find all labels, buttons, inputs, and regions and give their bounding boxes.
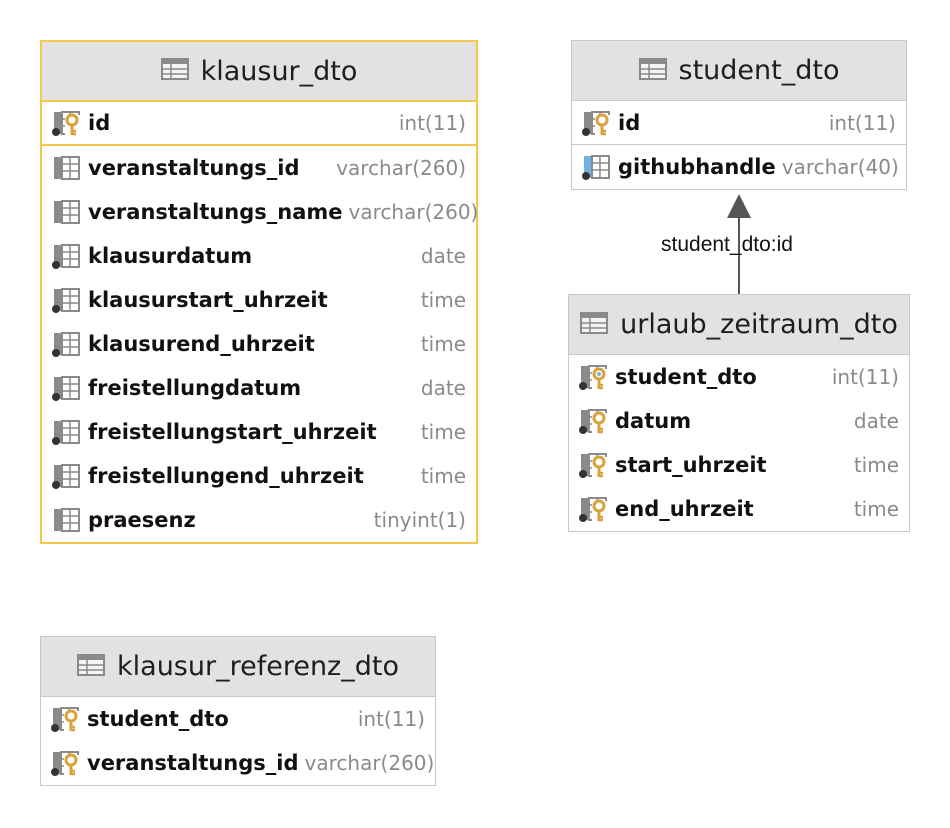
column-name: githubhandle bbox=[618, 155, 776, 179]
table-header[interactable]: student_dto bbox=[572, 41, 906, 101]
column-type: int(11) bbox=[831, 365, 899, 389]
column-name: praesenz bbox=[88, 508, 196, 532]
column-type: time bbox=[853, 453, 899, 477]
column-type: date bbox=[420, 376, 466, 400]
column-type: varchar(260) bbox=[348, 200, 479, 224]
column-type: varchar(260) bbox=[336, 156, 466, 180]
column-name: veranstaltungs_name bbox=[88, 200, 343, 224]
column-type: time bbox=[420, 288, 466, 312]
primary-key-icon bbox=[51, 705, 81, 733]
primary-key-icon bbox=[579, 407, 609, 435]
table-header[interactable]: urlaub_zeitraum_dto bbox=[569, 295, 909, 355]
column-row[interactable]: id int(11) bbox=[572, 101, 906, 145]
column-row[interactable]: klausurend_uhrzeit time bbox=[42, 322, 476, 366]
column-type: date bbox=[420, 244, 466, 268]
unique-column-icon bbox=[582, 153, 612, 181]
column-row[interactable]: student_dto int(11) bbox=[569, 355, 909, 399]
column-name: datum bbox=[615, 409, 692, 433]
column-type: time bbox=[853, 497, 899, 521]
column-name: veranstaltungs_id bbox=[87, 751, 299, 775]
column-type: varchar(260) bbox=[304, 751, 435, 775]
column-type: int(11) bbox=[357, 707, 425, 731]
column-name: klausurdatum bbox=[88, 244, 253, 268]
relation-label: student_dto:id bbox=[661, 233, 793, 256]
not-null-column-icon bbox=[52, 418, 82, 446]
column-row[interactable]: id int(11) bbox=[42, 102, 476, 146]
column-type: int(11) bbox=[398, 111, 466, 135]
column-row[interactable]: student_dto int(11) bbox=[41, 697, 435, 741]
column-type: int(11) bbox=[828, 110, 896, 135]
column-name: id bbox=[618, 110, 641, 135]
column-row[interactable]: end_uhrzeit time bbox=[569, 487, 909, 531]
column-row[interactable]: start_uhrzeit time bbox=[569, 443, 909, 487]
relation-arrowhead bbox=[727, 194, 751, 218]
primary-key-icon bbox=[582, 109, 612, 137]
table-icon bbox=[160, 58, 189, 84]
not-null-column-icon bbox=[52, 242, 82, 270]
column-type: time bbox=[420, 464, 466, 488]
table-klausur-referenz-dto[interactable]: klausur_referenz_dto student_dto int(11) v… bbox=[40, 636, 436, 786]
column-row[interactable]: klausurdatum date bbox=[42, 234, 476, 278]
column-type: tinyint(1) bbox=[373, 508, 466, 532]
column-type: varchar(40) bbox=[781, 155, 899, 179]
column-row[interactable]: klausurstart_uhrzeit time bbox=[42, 278, 476, 322]
primary-key-icon bbox=[52, 109, 82, 137]
column-name: id bbox=[88, 111, 111, 135]
not-null-column-icon bbox=[52, 330, 82, 358]
column-name: veranstaltungs_id bbox=[88, 156, 300, 180]
table-header[interactable]: klausur_referenz_dto bbox=[41, 637, 435, 697]
table-title: klausur_referenz_dto bbox=[117, 651, 399, 682]
primary-key-icon bbox=[51, 749, 81, 777]
table-title: klausur_dto bbox=[200, 55, 358, 87]
primary-key-icon bbox=[579, 451, 609, 479]
column-row[interactable]: datum date bbox=[569, 399, 909, 443]
column-name: start_uhrzeit bbox=[615, 453, 767, 477]
table-icon bbox=[638, 57, 667, 84]
column-type: time bbox=[420, 332, 466, 356]
column-name: freistellungend_uhrzeit bbox=[88, 464, 364, 488]
column-type: time bbox=[420, 420, 466, 444]
column-name: klausurstart_uhrzeit bbox=[88, 288, 328, 312]
column-icon bbox=[52, 198, 82, 226]
column-row[interactable]: veranstaltungs_id varchar(260) bbox=[42, 146, 476, 190]
table-icon bbox=[580, 311, 609, 338]
table-urlaub-zeitraum-dto[interactable]: urlaub_zeitraum_dto student_dto int(11) da… bbox=[568, 294, 910, 532]
not-null-column-icon bbox=[52, 374, 82, 402]
column-name: end_uhrzeit bbox=[615, 497, 754, 521]
column-icon bbox=[52, 154, 82, 182]
primary-foreign-key-icon bbox=[579, 363, 609, 391]
column-name: student_dto bbox=[615, 365, 757, 389]
column-name: freistellungdatum bbox=[88, 376, 302, 400]
table-icon bbox=[77, 653, 106, 680]
primary-key-icon bbox=[579, 495, 609, 523]
column-name: klausurend_uhrzeit bbox=[88, 332, 315, 356]
column-icon bbox=[52, 506, 82, 534]
column-name: freistellungstart_uhrzeit bbox=[88, 420, 377, 444]
not-null-column-icon bbox=[52, 286, 82, 314]
column-row[interactable]: praesenz tinyint(1) bbox=[42, 498, 476, 542]
table-title: student_dto bbox=[678, 55, 840, 86]
column-row[interactable]: freistellungend_uhrzeit time bbox=[42, 454, 476, 498]
column-row[interactable]: freistellungstart_uhrzeit time bbox=[42, 410, 476, 454]
column-row[interactable]: freistellungdatum date bbox=[42, 366, 476, 410]
column-name: student_dto bbox=[87, 707, 229, 731]
column-type: date bbox=[853, 409, 899, 433]
not-null-column-icon bbox=[52, 462, 82, 490]
table-title: urlaub_zeitraum_dto bbox=[620, 309, 898, 340]
table-header[interactable]: klausur_dto bbox=[42, 42, 476, 102]
